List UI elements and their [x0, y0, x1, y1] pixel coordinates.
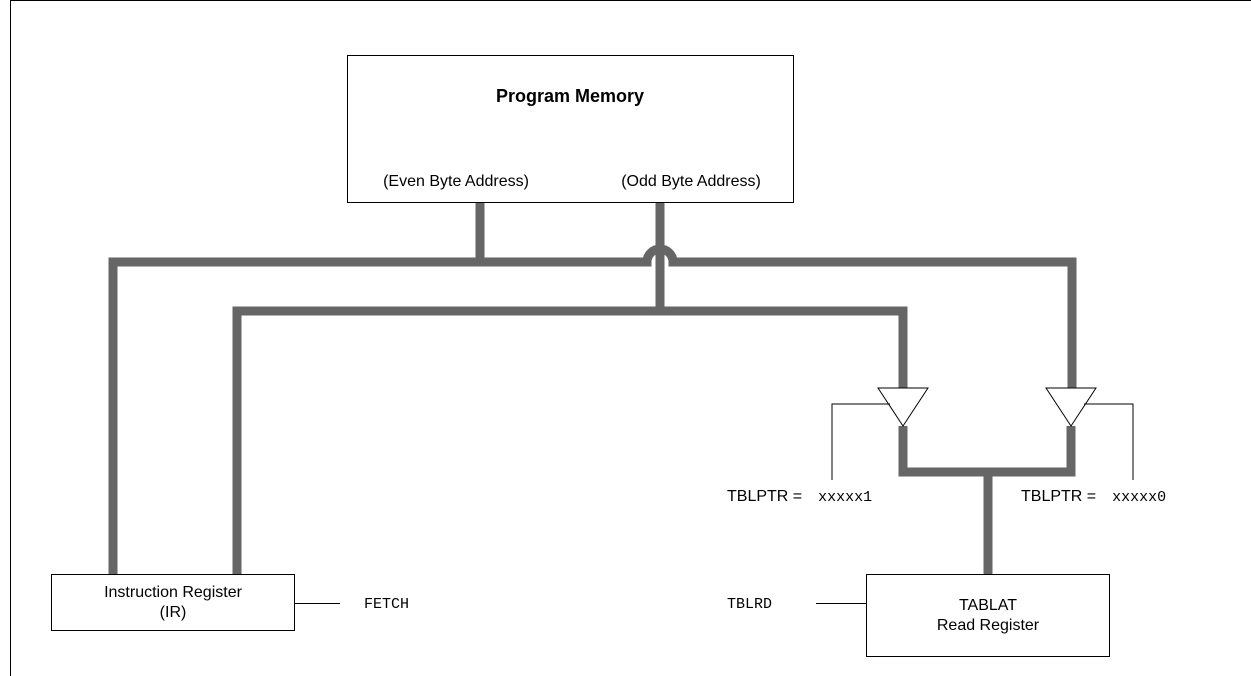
instruction-register-label-line2: (IR): [160, 604, 187, 621]
even-byte-address-label: (Even Byte Address): [383, 173, 529, 190]
even-select-prefix: TBLPTR =: [1021, 488, 1096, 505]
program-memory-title: Program Memory: [496, 86, 644, 106]
even-buffer-select-label: TBLPTR = xxxxx0: [1021, 488, 1166, 506]
tblrd-control-label: TBLRD: [727, 596, 772, 613]
data-buses: [108, 202, 1077, 574]
even-select-value: xxxxx0: [1112, 489, 1166, 506]
tablat-label-line2: Read Register: [937, 617, 1040, 634]
tablat-register-block: [866, 574, 1110, 657]
even-buffer-enable-line: [1084, 403, 1134, 480]
even-byte-buffer: [1045, 387, 1097, 427]
upper-bus: [108, 244, 1077, 574]
odd-select-value: xxxxx1: [818, 489, 872, 506]
instruction-register-label-line1: Instruction Register: [104, 584, 243, 601]
odd-select-prefix: TBLPTR =: [727, 488, 802, 505]
fetch-control-label: FETCH: [364, 596, 409, 613]
odd-buffer-select-label: TBLPTR = xxxxx1: [727, 488, 872, 506]
tablat-label-line1: TABLAT: [959, 597, 1017, 614]
odd-byte-buffer: [877, 387, 929, 427]
odd-byte-address-label: (Odd Byte Address): [621, 173, 761, 190]
instruction-register-block: [51, 574, 295, 631]
program-memory-block: [347, 55, 794, 203]
buffer-merge-bus: [898, 426, 1076, 477]
odd-buffer-enable-line: [831, 403, 890, 480]
lower-bus: [232, 306, 908, 574]
